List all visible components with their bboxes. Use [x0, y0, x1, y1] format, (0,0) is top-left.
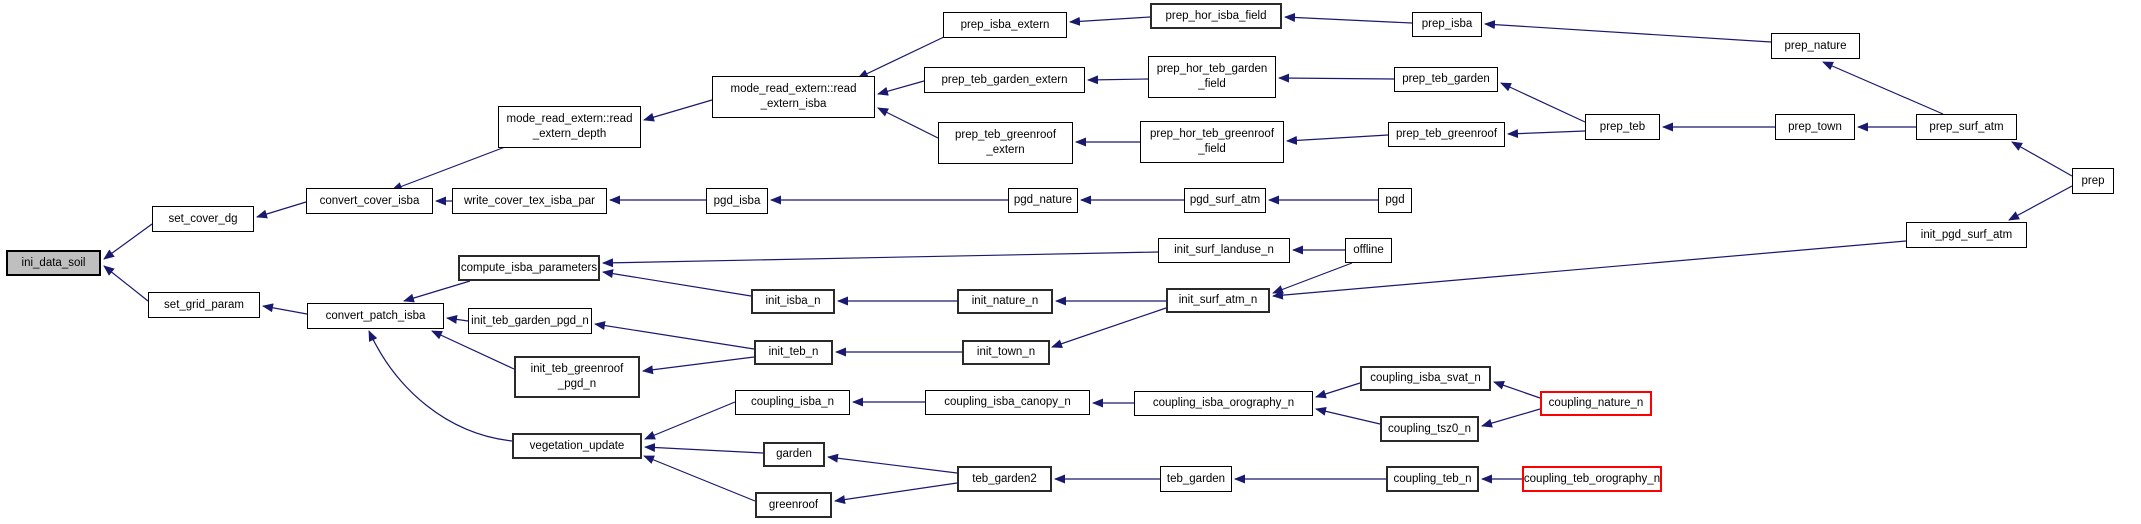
edge-teb_garden2-to-garden [827, 453, 958, 474]
node-ini_data_soil: ini_data_soil [6, 250, 101, 276]
node-init_teb_n[interactable]: init_teb_n [754, 340, 833, 365]
node-set_cover_dg[interactable]: set_cover_dg [152, 206, 254, 232]
node-read_extern_isba[interactable]: mode_read_extern::read _extern_isba [712, 76, 875, 118]
edge-read_extern_depth-to-convert_cover_isba [391, 146, 506, 191]
node-garden[interactable]: garden [763, 442, 825, 467]
node-init_teb_greenroof_pgd_n[interactable]: init_teb_greenroof _pgd_n [514, 356, 640, 398]
edge-prep_hor_isba_field-to-prep_isba_extern [1069, 16, 1151, 26]
node-init_pgd_surf_atm[interactable]: init_pgd_surf_atm [1906, 222, 2027, 248]
node-teb_garden[interactable]: teb_garden [1160, 466, 1232, 492]
node-coupling_teb_orography_n[interactable]: coupling_teb_orography_n [1522, 466, 1662, 492]
node-vegetation_update[interactable]: vegetation_update [512, 433, 642, 459]
edge-init_teb_greenroof_pgd_n-to-convert_patch_isba [431, 330, 515, 370]
node-coupling_isba_n[interactable]: coupling_isba_n [735, 390, 850, 415]
edge-prep_isba_extern-to-read_extern_isba [857, 35, 947, 79]
edge-prep-to-prep_surf_atm [2011, 141, 2073, 177]
edge-offline-to-init_surf_atm_n [1272, 262, 1353, 294]
node-coupling_nature_n[interactable]: coupling_nature_n [1540, 391, 1652, 416]
edge-prep_teb_greenroof-to-prep_hor_teb_greenroof_field [1286, 134, 1389, 145]
edge-coupling_nature_n-to-coupling_tsz0_n [1481, 408, 1541, 428]
edge-compute_isba_parameters-to-convert_patch_isba [403, 280, 471, 303]
node-prep_surf_atm[interactable]: prep_surf_atm [1916, 114, 2017, 140]
edge-prep_isba-to-prep_hor_isba_field [1284, 12, 1413, 24]
node-prep_teb_garden_extern[interactable]: prep_teb_garden_extern [924, 67, 1085, 93]
edge-convert_patch_isba-to-set_grid_param [262, 303, 308, 315]
node-coupling_isba_canopy_n[interactable]: coupling_isba_canopy_n [925, 390, 1090, 415]
edge-garden-to-vegetation_update [644, 443, 764, 454]
node-coupling_tsz0_n[interactable]: coupling_tsz0_n [1380, 416, 1479, 442]
edge-coupling_tsz0_n-to-coupling_isba_orography_n [1315, 406, 1381, 425]
node-teb_garden2[interactable]: teb_garden2 [957, 466, 1052, 492]
node-prep_teb_greenroof[interactable]: prep_teb_greenroof [1388, 122, 1505, 147]
node-prep_nature[interactable]: prep_nature [1771, 33, 1860, 59]
node-pgd_isba[interactable]: pgd_isba [706, 188, 768, 214]
edge-coupling_isba_n-to-vegetation_update [644, 401, 736, 440]
edge-prep_hor_teb_garden_field-to-prep_teb_garden_extern [1087, 75, 1149, 85]
node-prep_town[interactable]: prep_town [1775, 114, 1855, 140]
edge-vegetation_update-to-convert_patch_isba [368, 330, 513, 442]
node-prep_hor_teb_greenroof_field[interactable]: prep_hor_teb_greenroof _field [1140, 121, 1284, 163]
edge-prep_teb-to-prep_teb_greenroof [1507, 129, 1586, 139]
edge-read_extern_isba-to-read_extern_depth [643, 99, 713, 122]
edge-coupling_isba_svat_n-to-coupling_isba_orography_n [1315, 382, 1361, 399]
node-init_nature_n[interactable]: init_nature_n [957, 289, 1053, 314]
node-pgd_surf_atm[interactable]: pgd_surf_atm [1184, 188, 1266, 213]
edge-coupling_nature_n-to-coupling_isba_svat_n [1493, 381, 1541, 399]
node-prep_teb[interactable]: prep_teb [1585, 114, 1660, 140]
node-greenroof[interactable]: greenroof [755, 492, 832, 518]
node-prep[interactable]: prep [2072, 168, 2114, 194]
node-init_teb_garden_pgd_n[interactable]: init_teb_garden_pgd_n [468, 308, 592, 334]
edge-init_surf_landuse_n-to-compute_isba_parameters [602, 251, 1159, 268]
edge-init_teb_garden_pgd_n-to-convert_patch_isba [446, 314, 469, 324]
edge-prep_teb_garden-to-prep_hor_teb_garden_field [1278, 73, 1395, 83]
edge-init_pgd_surf_atm-to-init_surf_atm_n [1272, 240, 1907, 300]
edge-teb_garden2-to-greenroof [834, 482, 958, 504]
edge-prep_teb-to-prep_teb_garden [1500, 82, 1586, 123]
edge-prep_nature-to-prep_isba [1484, 20, 1772, 43]
edge-prep_teb_garden_extern-to-read_extern_isba [877, 80, 925, 96]
edge-greenroof-to-vegetation_update [643, 455, 756, 502]
edge-init_teb_n-to-init_teb_garden_pgd_n [594, 321, 755, 350]
edge-prep-to-init_pgd_surf_atm [2008, 185, 2073, 221]
node-offline[interactable]: offline [1345, 238, 1392, 263]
node-init_surf_landuse_n[interactable]: init_surf_landuse_n [1158, 238, 1290, 263]
edge-init_teb_n-to-init_teb_greenroof_pgd_n [642, 356, 755, 375]
node-coupling_isba_svat_n[interactable]: coupling_isba_svat_n [1360, 366, 1491, 391]
node-prep_hor_teb_garden_field[interactable]: prep_hor_teb_garden _field [1148, 56, 1276, 98]
node-prep_hor_isba_field[interactable]: prep_hor_isba_field [1150, 3, 1282, 29]
edge-prep_surf_atm-to-prep_nature [1822, 61, 1944, 115]
node-read_extern_depth[interactable]: mode_read_extern::read _extern_depth [498, 106, 641, 148]
node-pgd_nature[interactable]: pgd_nature [1008, 188, 1078, 213]
node-convert_patch_isba[interactable]: convert_patch_isba [307, 303, 444, 329]
node-convert_cover_isba[interactable]: convert_cover_isba [306, 188, 433, 214]
edge-init_surf_atm_n-to-init_town_n [1051, 307, 1167, 349]
node-init_isba_n[interactable]: init_isba_n [751, 289, 835, 314]
node-coupling_teb_n[interactable]: coupling_teb_n [1386, 466, 1479, 492]
edge-set_grid_param-to-ini_data_soil [103, 265, 149, 302]
node-compute_isba_parameters[interactable]: compute_isba_parameters [458, 255, 600, 281]
node-write_cover_tex_isba_par[interactable]: write_cover_tex_isba_par [452, 188, 607, 214]
node-init_surf_atm_n[interactable]: init_surf_atm_n [1166, 288, 1270, 313]
node-pgd[interactable]: pgd [1378, 188, 1412, 213]
node-coupling_isba_orography_n[interactable]: coupling_isba_orography_n [1134, 391, 1313, 416]
node-init_town_n[interactable]: init_town_n [962, 340, 1050, 365]
node-prep_isba[interactable]: prep_isba [1412, 12, 1482, 37]
edge-init_isba_n-to-compute_isba_parameters [602, 269, 752, 297]
node-prep_isba_extern[interactable]: prep_isba_extern [943, 12, 1067, 38]
edge-prep_teb_greenroof_extern-to-read_extern_isba [877, 107, 939, 139]
edge-convert_cover_isba-to-set_cover_dg [256, 201, 307, 219]
node-set_grid_param[interactable]: set_grid_param [148, 292, 260, 318]
edge-set_cover_dg-to-ini_data_soil [103, 223, 153, 260]
node-prep_teb_greenroof_extern[interactable]: prep_teb_greenroof _extern [938, 122, 1073, 164]
node-prep_teb_garden[interactable]: prep_teb_garden [1394, 67, 1498, 92]
